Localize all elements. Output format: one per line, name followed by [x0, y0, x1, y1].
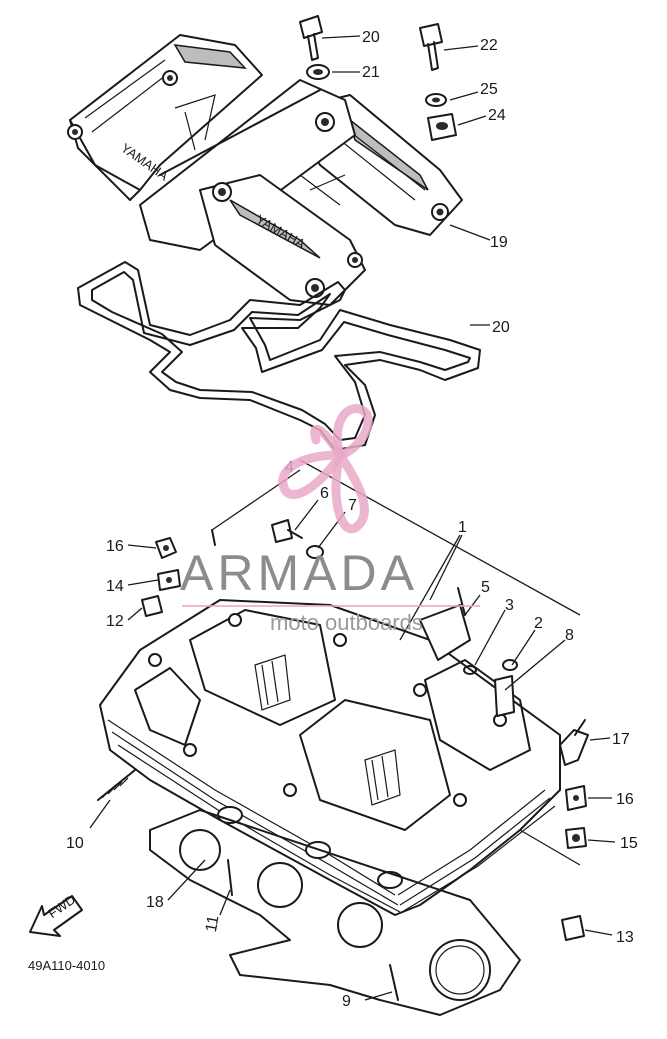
callout-5: 5 — [481, 579, 490, 596]
callout-11: 11 — [203, 914, 223, 933]
watermark-brand: ARMADA — [180, 545, 418, 601]
watermark: ARMADA moto outboards — [180, 404, 480, 635]
callout-24: 24 — [488, 107, 506, 124]
callout-9: 9 — [342, 993, 351, 1010]
cylinder-head — [99, 599, 561, 916]
callout-16-left: 16 — [106, 538, 124, 555]
part-code: 49A110-4010 — [28, 958, 105, 973]
callout-1: 1 — [458, 519, 467, 536]
callout-2: 2 — [534, 615, 543, 632]
head-cover: YAMAHA YAMAHA — [67, 34, 463, 306]
callout-3: 3 — [505, 597, 514, 614]
cylinder-head-gasket — [149, 809, 521, 1016]
callout-7: 7 — [348, 497, 357, 514]
callout-18: 18 — [146, 894, 164, 911]
callout-16-right: 16 — [616, 791, 634, 808]
callout-15: 15 — [620, 835, 638, 852]
callout-17: 17 — [612, 731, 630, 748]
callout-20: 20 — [492, 319, 510, 336]
callout-10: 10 — [66, 835, 84, 852]
cover-bolts — [299, 15, 457, 141]
callout-14: 14 — [106, 578, 124, 595]
callout-13: 13 — [616, 929, 634, 946]
callout-22: 21 — [362, 64, 380, 81]
callout-8: 8 — [565, 627, 574, 644]
callout-21: 20 — [362, 29, 380, 46]
small-parts — [97, 519, 589, 1001]
watermark-emblem-icon — [278, 404, 373, 534]
watermark-tagline: moto outboards — [270, 610, 423, 635]
callout-19: 19 — [490, 234, 508, 251]
fwd-arrow-icon: FWD — [29, 892, 83, 937]
head-cover-gasket — [77, 261, 481, 451]
callout-23: 22 — [480, 37, 498, 54]
callout-12: 12 — [106, 613, 124, 630]
callout-25: 25 — [480, 81, 498, 98]
callout-6: 6 — [320, 485, 329, 502]
